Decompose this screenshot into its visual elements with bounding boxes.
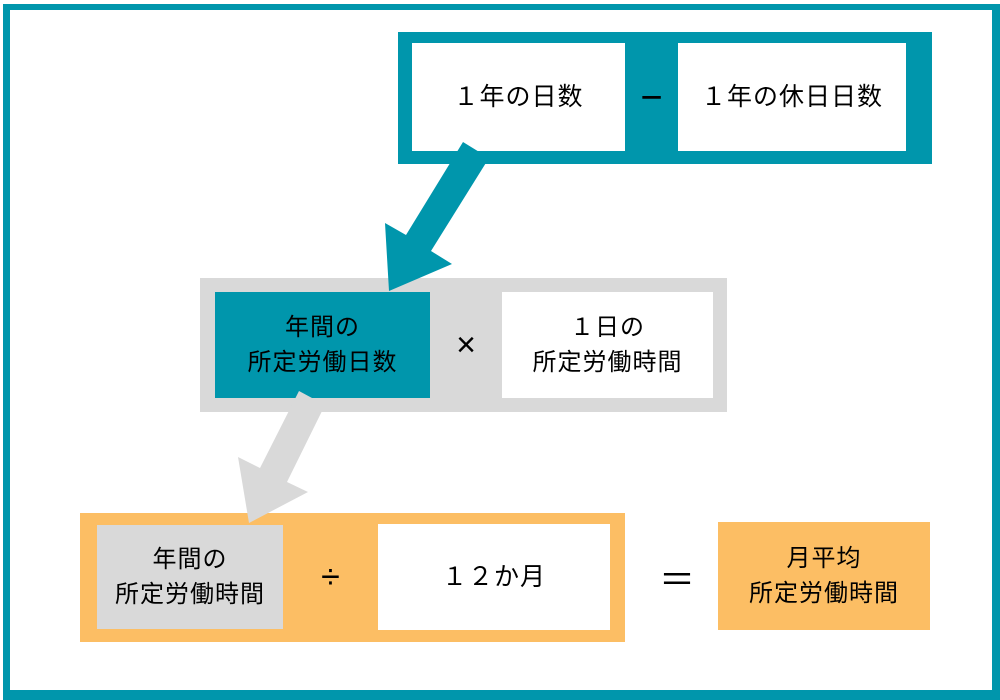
box-days-in-year-label: １年の日数: [453, 82, 584, 111]
box-annual-scheduled-working-hours-line2: 所定労働時間: [115, 581, 265, 608]
divide-operator: ÷: [321, 558, 340, 596]
box-holidays-in-year: １年の休日日数: [678, 43, 906, 151]
equals-operator: ＝: [658, 559, 695, 600]
row-annual-days: １年の日数 − １年の休日日数: [398, 32, 932, 164]
box-monthly-average-line2: 所定労働時間: [749, 580, 899, 607]
box-daily-scheduled-working-hours-line1: １日の: [570, 314, 645, 341]
box-daily-scheduled-working-hours-line2: 所定労働時間: [532, 349, 683, 376]
box-monthly-average-scheduled-working-hours: 月平均 所定労働時間: [718, 522, 930, 630]
box-annual-scheduled-working-days: 年間の 所定労働日数: [215, 292, 430, 398]
box-days-in-year: １年の日数: [412, 43, 625, 151]
box-twelve-months: １２か月: [378, 524, 610, 630]
minus-operator: −: [640, 76, 663, 119]
box-annual-scheduled-working-days-line1: 年間の: [285, 314, 360, 341]
box-annual-scheduled-working-days-line2: 所定労働日数: [247, 349, 398, 376]
row-annual-working-days: 年間の 所定労働日数 × １日の 所定労働時間: [200, 278, 727, 412]
arrow-down-left-teal-icon: [385, 142, 489, 291]
multiply-operator: ×: [456, 325, 476, 364]
box-daily-scheduled-working-hours: １日の 所定労働時間: [502, 292, 713, 398]
row-annual-working-hours: 年間の 所定労働時間 ÷ １２か月: [80, 513, 625, 642]
box-twelve-months-label: １２か月: [441, 562, 546, 591]
box-annual-scheduled-working-hours: 年間の 所定労働時間: [97, 525, 283, 629]
box-holidays-in-year-label: １年の休日日数: [700, 82, 883, 111]
box-monthly-average-line1: 月平均: [786, 545, 862, 572]
box-annual-scheduled-working-hours-line1: 年間の: [152, 546, 228, 573]
